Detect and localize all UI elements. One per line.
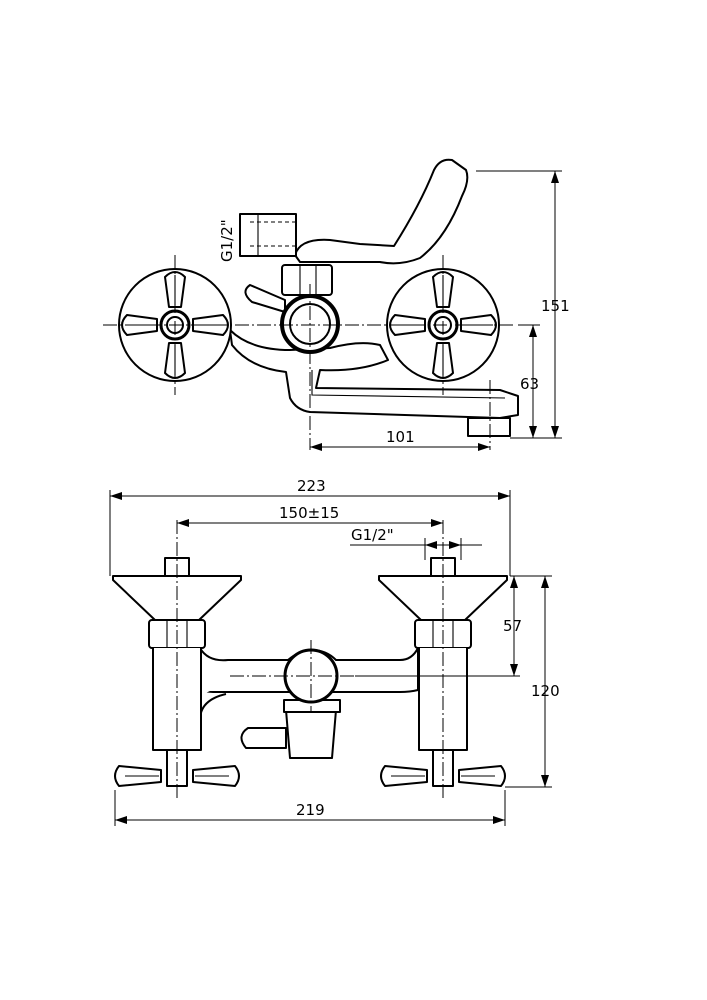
dim-centers: 150±15 <box>279 504 339 522</box>
diverter-lever <box>294 158 469 265</box>
aerator <box>467 417 511 437</box>
front-lever <box>240 727 287 749</box>
side-lever <box>244 284 286 313</box>
front-thread-label: G1/2" <box>351 526 394 544</box>
side-view: 151 63 101 G1/2" <box>103 158 570 451</box>
dim-spout-height: 63 <box>520 375 539 393</box>
thread-connector <box>239 213 297 257</box>
dim-spout-reach: 101 <box>386 428 415 446</box>
dim-height: 120 <box>531 682 560 700</box>
diverter-block <box>285 709 337 759</box>
hex-nut <box>281 264 333 296</box>
front-view: 223 150±15 G1/2" 57 120 219 <box>109 477 560 826</box>
side-thread-label: G1/2" <box>218 219 236 262</box>
dim-handle-height: 57 <box>503 617 522 635</box>
dim-overall-width: 223 <box>297 477 326 495</box>
dim-base-width: 219 <box>296 801 325 819</box>
dim-height-total: 151 <box>541 297 570 315</box>
